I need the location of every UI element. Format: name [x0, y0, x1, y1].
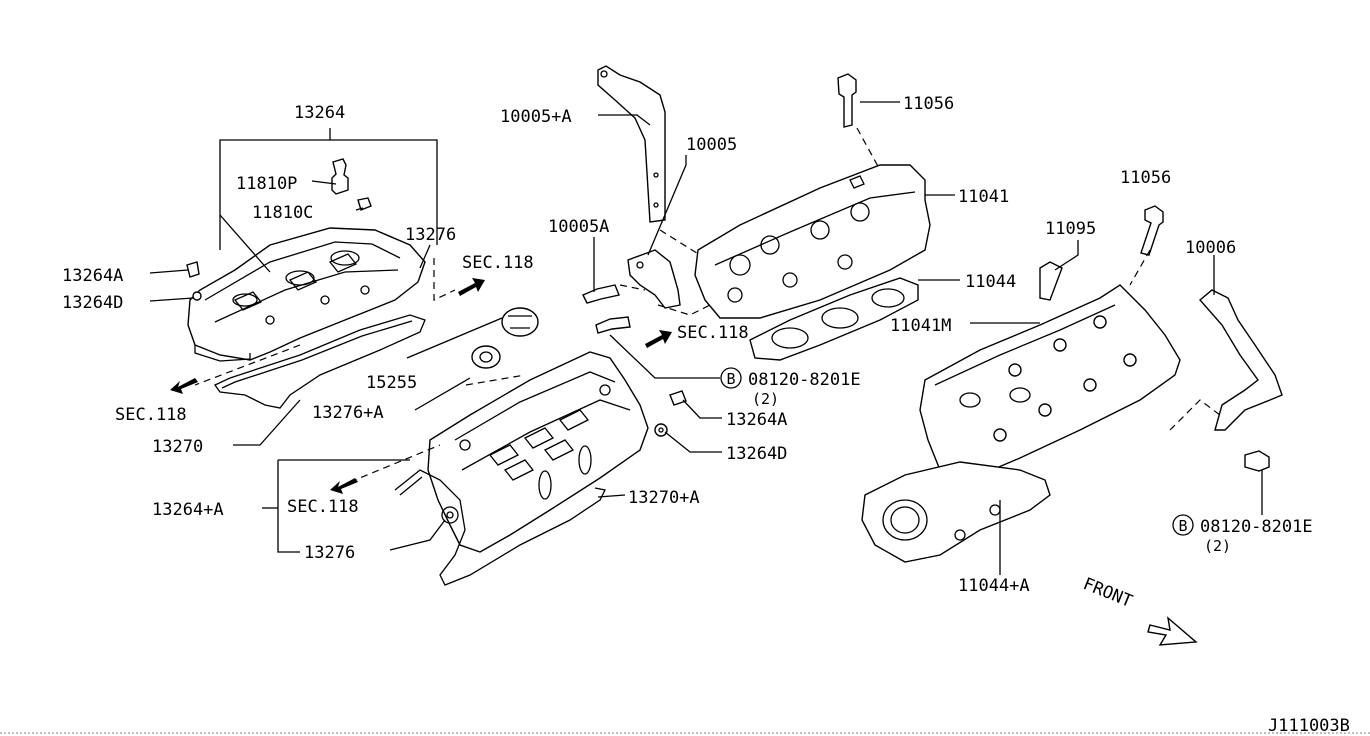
bracket-10006	[1198, 289, 1283, 431]
label-13264d-center: 13264D	[726, 444, 787, 464]
cylinder-head-11041m	[919, 284, 1181, 481]
bracket-10005-plus-a	[597, 65, 666, 223]
label-11041m: 11041M	[890, 316, 951, 336]
label-13276-lower: 13276	[304, 543, 355, 563]
bracket-10005	[627, 249, 681, 309]
leader-center	[262, 399, 722, 553]
bolt-marker-b: B	[1178, 517, 1187, 535]
leader-dashed-oilcap	[465, 374, 526, 386]
bolt-marker-circle-a: B	[720, 367, 742, 389]
label-11056-right: 11056	[1120, 168, 1171, 188]
bolt-11056-b	[1140, 205, 1164, 256]
label-sec118-center: SEC.118	[677, 323, 749, 343]
label-sec118-upper: SEC.118	[462, 253, 534, 273]
leader-dashed-sec118-upper	[433, 258, 456, 301]
label-13270: 13270	[152, 437, 203, 457]
label-10005: 10005	[686, 135, 737, 155]
label-13264d-left: 13264D	[62, 293, 123, 313]
gasket-11044-plus-a	[861, 461, 1051, 563]
label-sec118-left: SEC.118	[115, 405, 187, 425]
label-08120-right-qty: (2)	[1204, 537, 1231, 555]
label-13264a-center: 13264A	[726, 410, 787, 430]
label-11044-plus-a: 11044+A	[958, 576, 1030, 596]
label-13276-plus-a: 13276+A	[312, 403, 384, 423]
bolt-marker-circle-b: B	[1172, 514, 1194, 536]
label-11810p: 11810P	[236, 174, 297, 194]
center-bolts	[654, 390, 687, 437]
label-10005-plus-a: 10005+A	[500, 107, 572, 127]
leader-11041	[856, 101, 960, 281]
label-11044: 11044	[965, 272, 1016, 292]
bolt-marker-a: B	[726, 370, 735, 388]
pcv-valve	[186, 158, 372, 301]
label-13264-plus-a: 13264+A	[152, 500, 224, 520]
label-08120-right: 08120-8201E	[1200, 517, 1313, 537]
label-10006: 10006	[1185, 238, 1236, 258]
bolts-10005a	[582, 284, 631, 334]
sec118-arrow-upper	[458, 278, 485, 296]
leader-dashed-bracket	[619, 229, 721, 316]
label-13270-plus-a: 13270+A	[628, 488, 700, 508]
sec118-arrow-left	[170, 378, 198, 394]
label-15255: 15255	[366, 373, 417, 393]
label-11041: 11041	[958, 187, 1009, 207]
sec118-arrow-lower	[330, 478, 358, 494]
bolt-11056-a	[837, 73, 857, 128]
cylinder-head-11041	[694, 164, 931, 319]
label-13276-upper: 13276	[405, 225, 456, 245]
label-08120-center: 08120-8201E	[748, 370, 861, 390]
label-11056-upper: 11056	[903, 94, 954, 114]
label-08120-center-qty: (2)	[752, 390, 779, 408]
rocker-cover-right	[427, 351, 649, 553]
oil-filler-cap	[471, 307, 539, 369]
leader-10005	[593, 114, 720, 379]
label-11095: 11095	[1045, 219, 1096, 239]
sec118-arrow-center	[645, 330, 672, 348]
label-10005a: 10005A	[548, 217, 609, 237]
rocker-cover-left	[187, 227, 426, 362]
bolt-08120-b	[1244, 450, 1270, 472]
rocker-cover-gasket-right	[394, 469, 606, 586]
leader-13264	[149, 128, 503, 446]
leader-dashed-sec118-left	[194, 344, 301, 386]
dowel-11095	[1039, 261, 1063, 301]
label-13264: 13264	[294, 103, 345, 123]
label-13264a-left: 13264A	[62, 266, 123, 286]
label-front: FRONT	[1080, 574, 1135, 612]
label-11810c: 11810C	[252, 203, 313, 223]
label-sec118-lower: SEC.118	[287, 497, 359, 517]
gasket-11044	[749, 277, 919, 361]
leader-11041m	[970, 240, 1263, 575]
front-arrow	[1147, 616, 1198, 646]
leader-dashed-sec118-lower	[349, 444, 441, 483]
rocker-cover-gasket-left	[214, 314, 426, 409]
diagram-id: J111003B	[1268, 716, 1350, 736]
